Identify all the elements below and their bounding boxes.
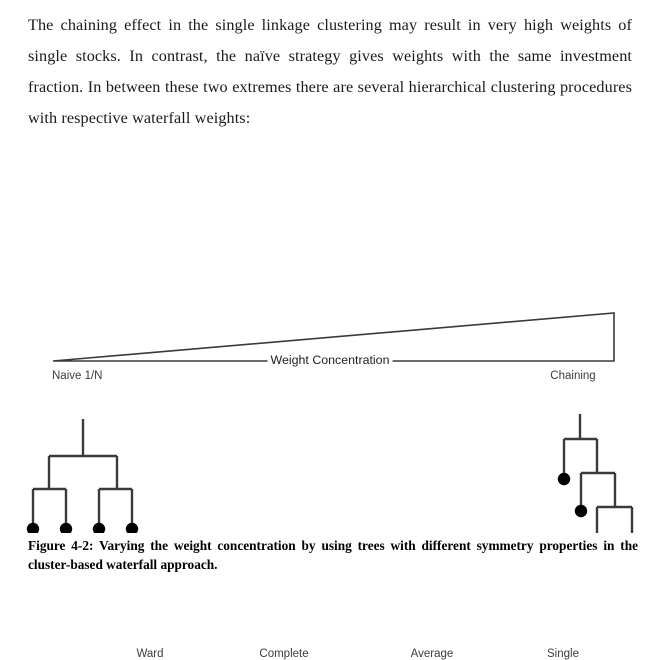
figure-caption: Figure 4-2: Varying the weight concentra… (28, 538, 638, 572)
wedge-right-label: Chaining (550, 370, 596, 382)
figure-4-2: Weight Concentration Naive 1/N Chaining … (0, 148, 660, 660)
leaf-node (92, 522, 106, 533)
dendrogram-chaining (562, 414, 634, 533)
dendrogram-balanced-leaves (26, 522, 139, 533)
weight-concentration-label: Weight Concentration (267, 353, 393, 367)
leaf-node (125, 522, 139, 533)
method-label-ward: Ward (136, 648, 164, 660)
leaf-node (574, 504, 588, 518)
body-paragraph: The chaining effect in the single linkag… (28, 16, 632, 127)
leaf-node (557, 472, 571, 486)
method-label-average: Average (410, 648, 454, 660)
dendrogram-balanced (31, 419, 134, 525)
method-label-single: Single (547, 648, 579, 660)
leaf-node (26, 522, 40, 533)
method-label-complete: Complete (259, 648, 309, 660)
dendrogram-chaining-leaves (557, 472, 588, 518)
wedge-left-label: Naive 1/N (52, 370, 103, 382)
leaf-node (59, 522, 73, 533)
figure-graphics (26, 312, 634, 533)
